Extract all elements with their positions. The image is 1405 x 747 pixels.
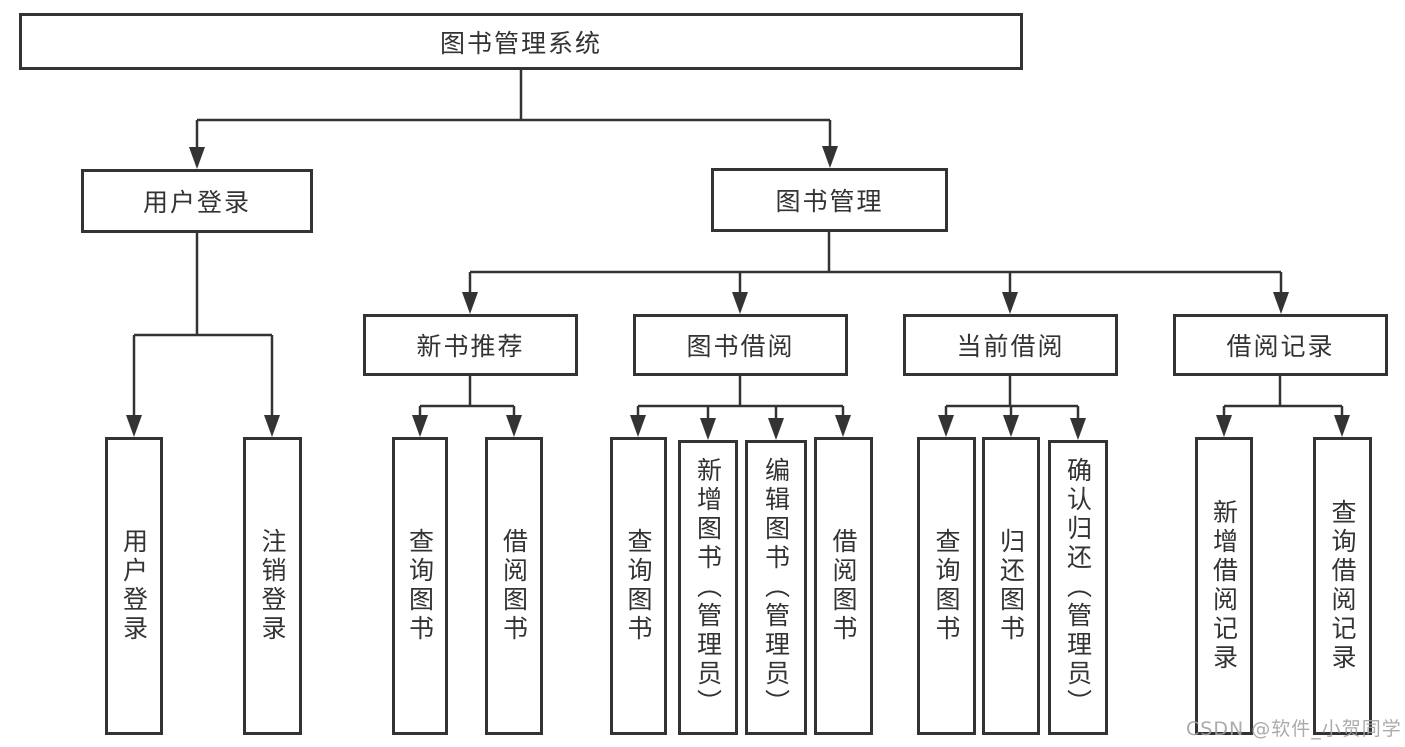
arrow-down-icon — [700, 418, 716, 440]
leaf-recommend-borrow-books: 借阅图书 — [485, 437, 543, 735]
connector-userlogin-to-leaves — [132, 233, 274, 418]
arrow-down-icon — [1002, 292, 1018, 314]
leaf-borrow-edit-books-admin: 编辑图书（管理员） — [745, 440, 807, 735]
arrow-down-icon — [462, 292, 478, 314]
leaf-logout: 注销登录 — [243, 437, 302, 735]
leaf-record-add: 新增借阅记录 — [1195, 437, 1253, 735]
arrow-down-icon — [506, 415, 522, 437]
leaf-current-return-books: 归还图书 — [982, 437, 1040, 735]
leaf-current-confirm-return-admin: 确认归还（管理员） — [1048, 440, 1108, 735]
node-new-book-recommend: 新书推荐 — [363, 314, 578, 376]
arrow-down-icon — [822, 146, 838, 168]
arrow-down-icon — [1216, 415, 1232, 437]
leaf-record-query: 查询借阅记录 — [1313, 437, 1372, 735]
leaf-borrow-lend-books: 借阅图书 — [814, 437, 873, 735]
connector-bookborrow-to-leaves — [636, 376, 845, 420]
leaf-label: 查询图书 — [405, 528, 435, 644]
arrow-down-icon — [189, 147, 205, 169]
leaf-label: 借阅图书 — [829, 528, 858, 644]
arrow-down-icon — [1070, 418, 1086, 440]
arrow-down-icon — [264, 415, 280, 437]
leaf-label: 查询图书 — [932, 528, 961, 644]
arrow-down-icon — [835, 415, 851, 437]
arrow-down-icon — [732, 292, 748, 314]
leaf-label: 新增借阅记录 — [1209, 499, 1239, 673]
leaf-borrow-query-books: 查询图书 — [610, 437, 667, 735]
arrow-down-icon — [412, 415, 428, 437]
connector-borrowrecord-to-leaves — [1222, 376, 1344, 418]
node-current-borrow: 当前借阅 — [903, 314, 1118, 376]
csdn-watermark: CSDN @软件_小贺同学 — [1186, 718, 1402, 740]
node-borrow-records: 借阅记录 — [1173, 314, 1388, 376]
leaf-label: 新增图书（管理员） — [693, 457, 723, 718]
node-library-system: 图书管理系统 — [19, 13, 1023, 70]
leaf-current-query-books: 查询图书 — [917, 437, 976, 735]
connector-bookmgmt-to-level3 — [468, 232, 1283, 295]
arrow-down-icon — [938, 415, 954, 437]
node-book-management: 图书管理 — [711, 168, 948, 232]
leaf-borrow-add-books-admin: 新增图书（管理员） — [678, 440, 738, 735]
leaf-recommend-query-books: 查询图书 — [392, 437, 448, 735]
arrow-down-icon — [1273, 292, 1289, 314]
leaf-label: 确认归还（管理员） — [1063, 457, 1093, 718]
leaf-label: 编辑图书（管理员） — [761, 457, 791, 718]
leaf-label: 查询图书 — [624, 528, 653, 644]
connector-newbook-to-leaves — [418, 376, 516, 418]
node-user-login: 用户登录 — [81, 169, 313, 233]
leaf-label: 注销登录 — [258, 528, 287, 644]
leaf-label: 归还图书 — [996, 528, 1026, 644]
connector-root-to-level2 — [195, 70, 832, 150]
arrow-down-icon — [630, 415, 646, 437]
leaf-label: 查询借阅记录 — [1328, 499, 1357, 673]
leaf-label: 借阅图书 — [499, 528, 529, 644]
arrow-down-icon — [1334, 415, 1350, 437]
arrow-down-icon — [1003, 415, 1019, 437]
node-book-borrow: 图书借阅 — [633, 314, 848, 376]
arrow-down-icon — [126, 415, 142, 437]
leaf-label: 用户登录 — [119, 528, 149, 644]
leaf-user-login: 用户登录 — [105, 437, 163, 735]
arrow-down-icon — [768, 418, 784, 440]
connector-currentborrow-to-leaves — [944, 376, 1080, 420]
